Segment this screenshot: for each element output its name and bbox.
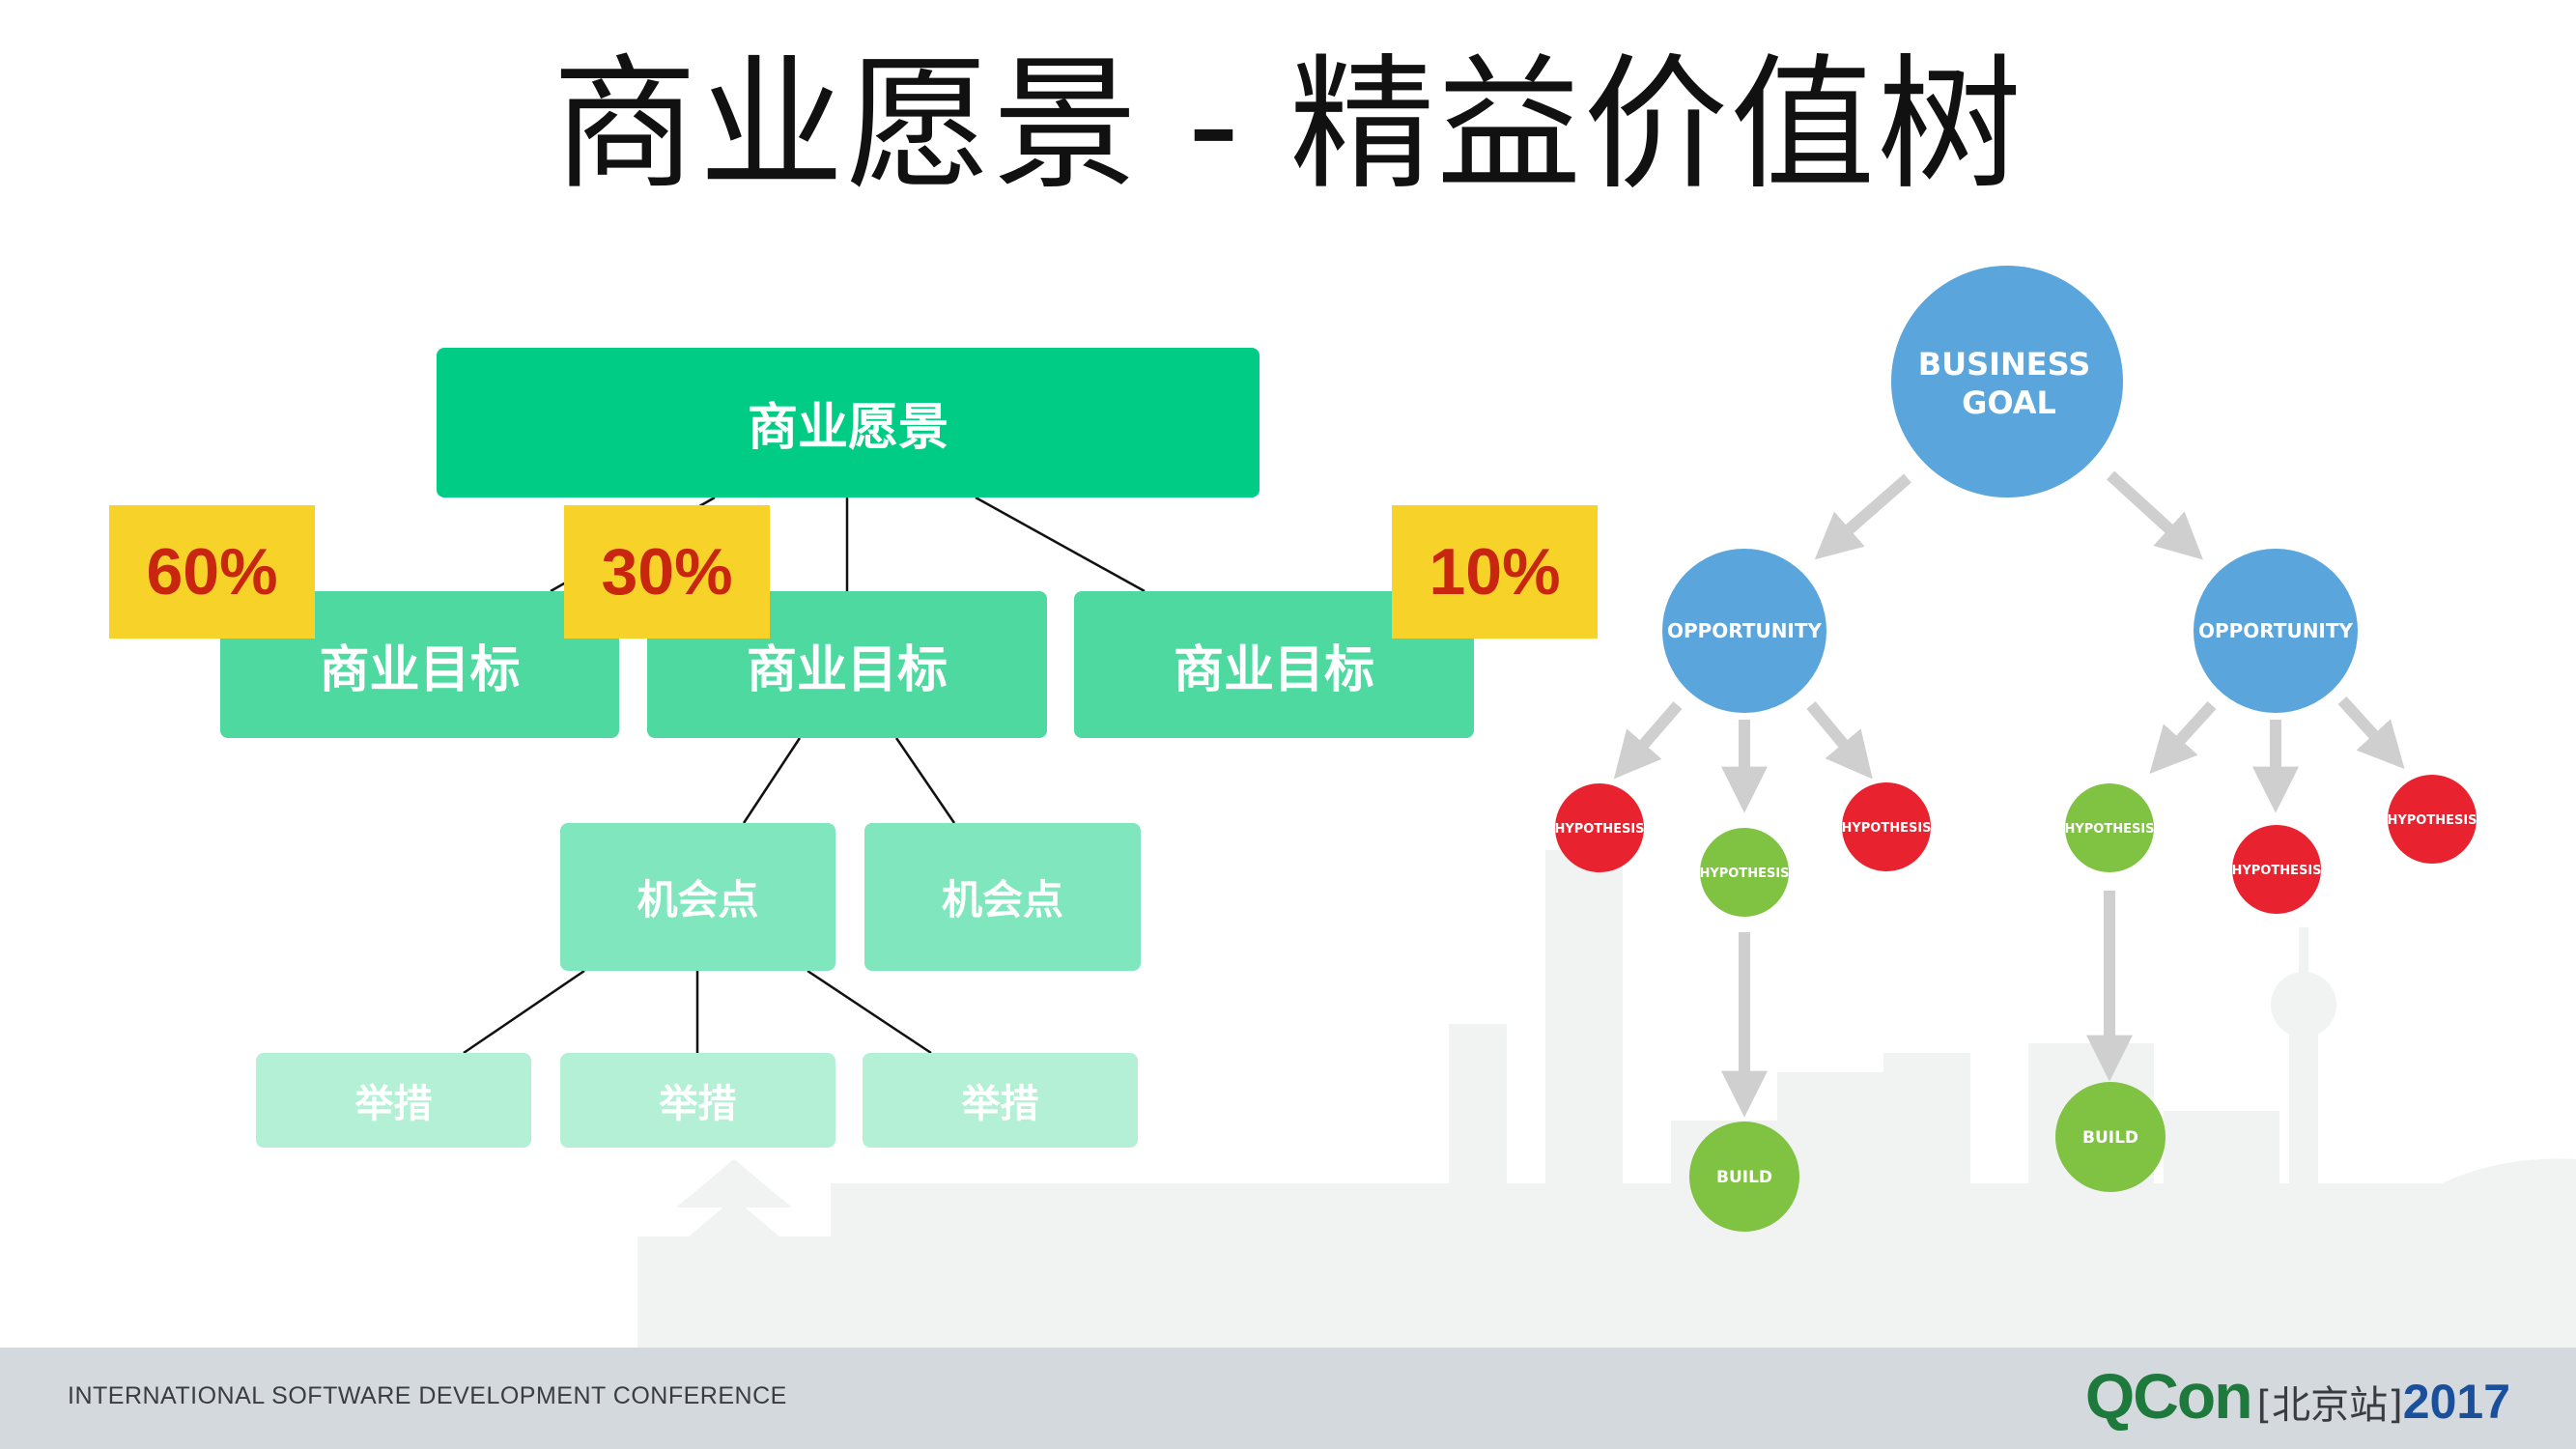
hypothesis-node-1: HYPOTHESIS [1554,783,1645,872]
conference-name: INTERNATIONAL SOFTWARE DEVELOPMENT CONFE… [68,1382,787,1409]
arrow-opp2-to-hyp6 [2337,696,2405,769]
hypothesis-text-5: HYPOTHESIS [2231,864,2321,878]
goal-label-2: 商业目标 [746,640,948,699]
hypothesis-circle-1 [1555,783,1644,872]
hypothesis-circle-3 [1842,782,1931,871]
hypothesis-node-4: HYPOTHESIS [2064,783,2155,872]
action-box-1: 举措 [256,1053,531,1148]
hypothesis-node-5: HYPOTHESIS [2231,825,2322,914]
qcon-brand: QCon [2084,1360,2253,1432]
qcon-year: 2017 [2402,1375,2510,1429]
opportunity-box-1: 机会点 [560,823,835,971]
action-label-1: 举措 [354,1082,433,1126]
hypothesis-text-1: HYPOTHESIS [1554,822,1644,837]
opportunity-label-1: 机会点 [637,876,759,923]
build-text-1: BUILD [1716,1168,1772,1187]
goal-label-3: 商业目标 [1173,640,1374,699]
qcon-site: [北京站] [2256,1383,2403,1428]
percent-badge-2: 30% [564,505,770,639]
action-box-3: 举措 [863,1053,1138,1148]
hypothesis-circle-2 [1700,828,1789,917]
arrow-opp1-to-hyp1 [1613,701,1683,780]
business-goal-line-2: GOAL [1962,384,2056,421]
hypothesis-text-2: HYPOTHESIS [1699,867,1789,881]
hypothesis-text-6: HYPOTHESIS [2387,813,2477,828]
vision-box: 商业愿景 [437,348,1260,497]
opportunity-label-2: 机会点 [941,876,1063,923]
hypothesis-circle-5 [2232,825,2321,914]
action-label-2: 举措 [659,1082,737,1126]
opportunity-text-1: OPPORTUNITY [1667,619,1823,642]
arrow-opp1-to-hyp3 [1806,701,1873,780]
opportunity-circle-1 [1662,549,1826,713]
opportunity-node-1: OPPORTUNITY [1662,549,1826,713]
build-node-2: BUILD [2055,1082,2166,1192]
opportunity-box-2: 机会点 [864,823,1141,971]
opportunity-text-2: OPPORTUNITY [2198,619,2354,642]
arrow-opp2-to-hyp4 [2149,700,2217,774]
business-goal-circle [1891,266,2123,497]
goal-label-1: 商业目标 [319,640,521,699]
opportunity-circle-2 [2194,549,2358,713]
business-goal-line-1: BUSINESS [1918,346,2091,383]
page-title: 商业愿景 - 精益价值树 [552,42,2024,210]
build-text-2: BUILD [2082,1128,2138,1148]
opportunity-node-2: OPPORTUNITY [2194,549,2358,713]
percent-badge-3: 10% [1392,505,1598,639]
arrow-goal-to-opp1 [1814,473,1911,560]
hypothesis-node-3: HYPOTHESIS [1841,782,1932,871]
hypothesis-node-6: HYPOTHESIS [2387,775,2477,864]
build-circle-1 [1689,1122,1799,1232]
action-box-2: 举措 [560,1053,835,1148]
build-node-1: BUILD [1689,1122,1799,1232]
footer-bar: INTERNATIONAL SOFTWARE DEVELOPMENT CONFE… [0,1348,2576,1449]
arrow-goal-to-opp2 [2106,470,2203,560]
hypothesis-circle-6 [2388,775,2477,864]
hypothesis-text-4: HYPOTHESIS [2064,822,2154,837]
build-circle-2 [2055,1082,2166,1192]
action-label-3: 举措 [961,1082,1039,1126]
hypothesis-text-3: HYPOTHESIS [1841,821,1931,836]
hypothesis-circle-4 [2065,783,2154,872]
vision-label: 商业愿景 [747,399,948,457]
qcon-logo: QCon [北京站] 2017 [2085,1359,2510,1433]
business-goal-node: BUSINESS GOAL [1891,266,2123,497]
hypothesis-node-2: HYPOTHESIS [1699,828,1790,917]
percent-badge-1: 60% [109,505,315,639]
